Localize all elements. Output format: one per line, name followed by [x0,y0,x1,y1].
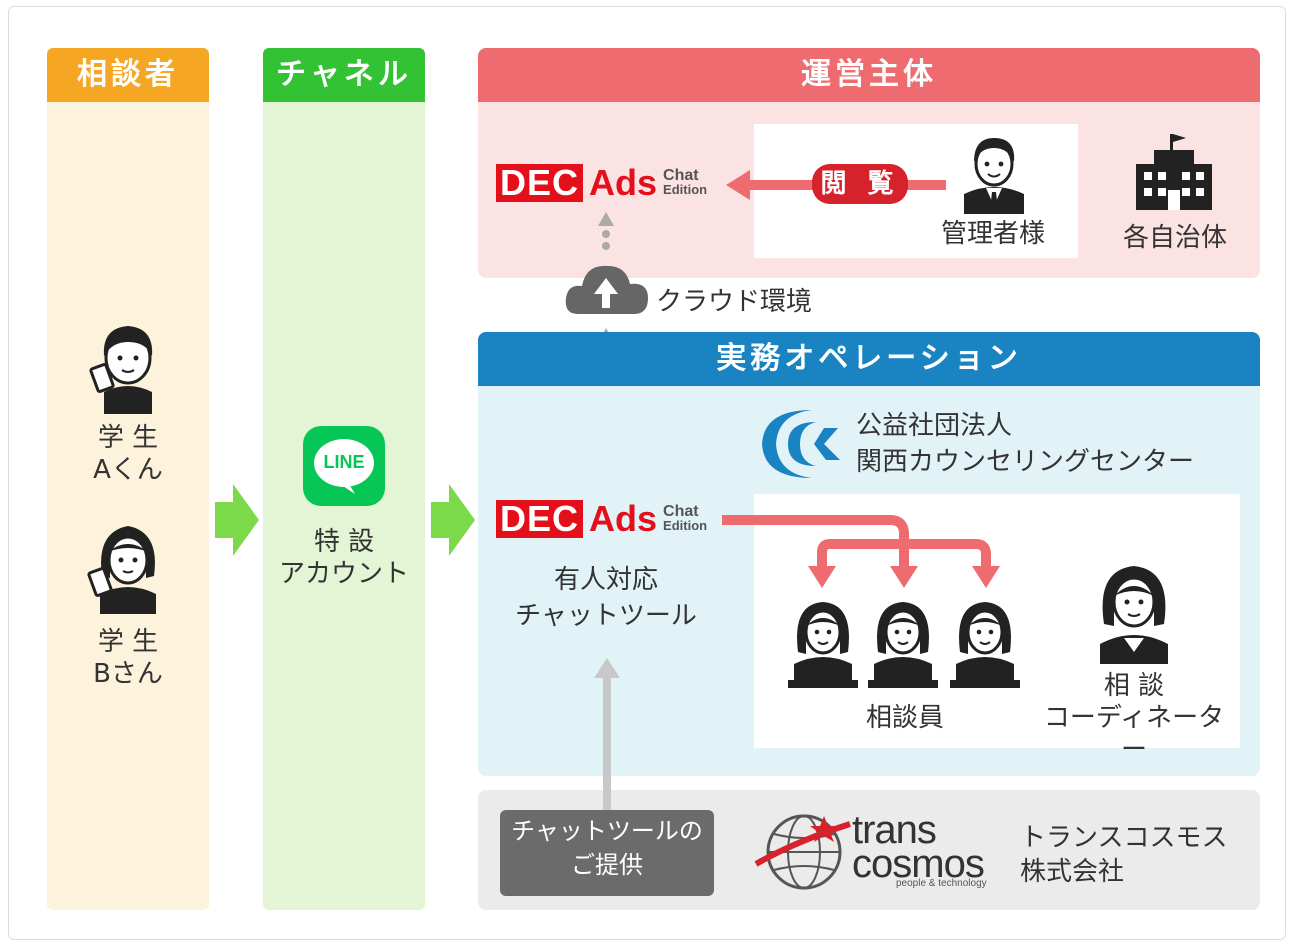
provide-arrow-up [594,658,620,810]
chat-tool-provision-badge: チャットツールの ご提供 [500,810,714,896]
consultant-column-title: 相談者 [47,48,209,102]
chat-text: Chat [663,503,699,520]
ads-text: Ads [589,498,658,539]
admin-person-icon [964,138,1024,214]
tool-label-2: チャットツール [515,601,697,631]
admin-box [754,124,1078,258]
student-boy-icon [89,326,153,414]
line-account-label-2: アカウント [278,559,409,589]
student-a-label-2: Aくん [93,455,163,485]
arrow-right-icon [431,484,475,556]
org-name-line-2: 関西カウンセリングセンター [856,447,1195,477]
operations-panel-title: 実務オペレーション [478,332,1260,386]
kcc-logo-icon [762,410,840,478]
chat-text: Chat [663,167,699,184]
counselors-label: 相談員 [865,703,944,733]
arrow-right-icon [215,484,259,556]
globe-icon [754,814,851,890]
municipality-label: 各自治体 [1122,223,1227,253]
edition-text: Edition [663,518,708,533]
line-logo-text: LINE [323,452,365,472]
transcosmos-logo-text-2: cosmos [852,842,985,886]
building-icon [1136,134,1212,210]
coordinator-label-2: コーディネーター [1043,703,1225,765]
coordinator-label-1: 相 談 [1103,671,1165,701]
consultant-column: 相談者 [47,48,209,910]
student-girl-icon [87,526,156,614]
dec-text: DEC [496,500,584,538]
distribution-arrows [722,515,1000,588]
company-name-1: トランスコスモス [1020,823,1228,853]
admin-label: 管理者様 [940,219,1045,249]
org-name-line-1: 公益社団法人 [856,411,1013,441]
student-b-label-1: 学 生 [97,627,159,657]
tool-label-1: 有人対応 [553,565,658,595]
operator-panel-title: 運営主体 [478,48,1260,102]
provision-label-2: ご提供 [571,851,643,879]
transcosmos-logo-text-1: trans [852,808,937,852]
student-b-label-2: Bさん [93,659,163,689]
counselor-icon [868,602,938,688]
cloud-label: クラウド環境 [656,287,813,317]
coordinator-icon [1100,566,1168,664]
view-badge: 閲 覧 [812,164,908,204]
transcosmos-tagline: people & technology [896,878,987,889]
counselor-icon [950,602,1020,688]
line-logo-icon: LINE [303,426,385,506]
dec-text: DEC [496,164,584,202]
edition-text: Edition [663,182,708,197]
ads-text: Ads [589,162,658,203]
student-a-label-1: 学 生 [97,423,159,453]
company-name-2: 株式会社 [1020,857,1125,887]
provision-label-1: チャットツールの [511,817,703,845]
channel-column-title: チャネル [263,48,425,102]
counselor-icon [788,602,858,688]
line-account-label-1: 特 設 [313,527,375,557]
